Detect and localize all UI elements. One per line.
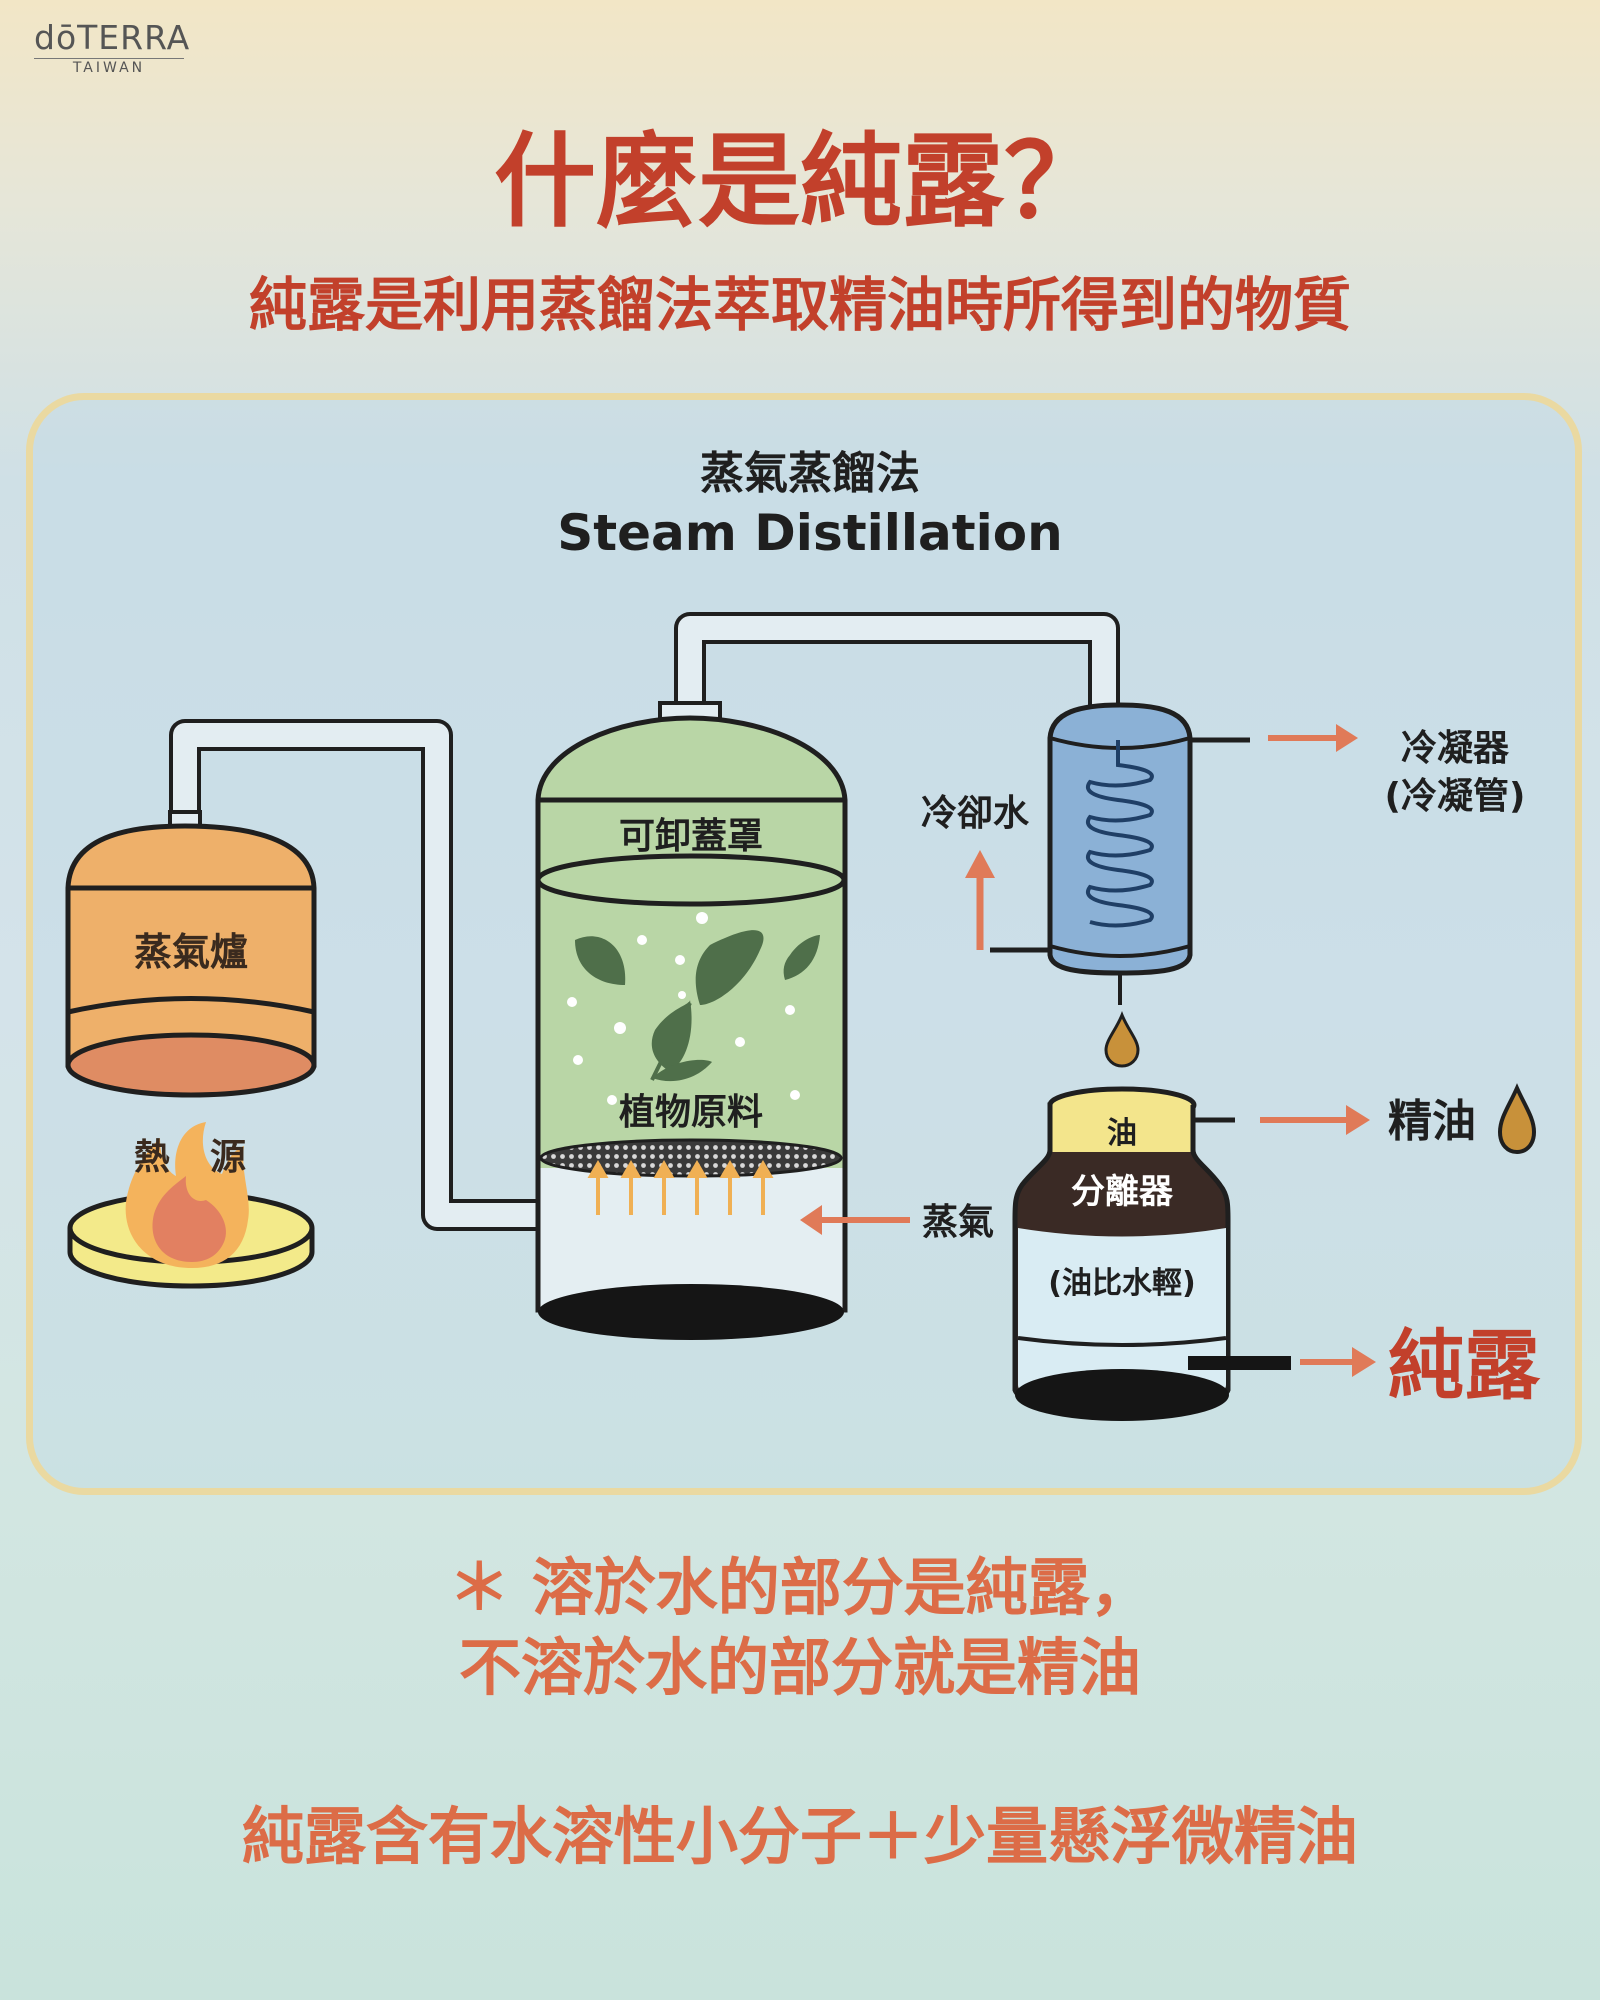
label-lid: 可卸蓋罩 [619,816,763,857]
leaf-icon [783,935,820,980]
label-condenser-tube: (冷凝管) [1385,776,1526,817]
condenser-arrow: 冷凝器 (冷凝管) [1268,724,1525,817]
note-line-1: ＊ 溶於水的部分是純露， [448,1551,1152,1624]
leaf-icon [695,930,764,1005]
hydrosol-output: 純露 [1300,1321,1541,1410]
label-oil-layer: 油 [1107,1116,1137,1151]
steam-arrow: 蒸氣 [800,1202,994,1243]
oil-drop-icon [1104,1010,1140,1068]
note-composition: 純露含有水溶性小分子＋少量懸浮微精油 [241,1800,1358,1873]
distillation-column: 可卸蓋罩 植物原料 [535,701,848,1340]
label-heat-2: 源 [210,1137,246,1178]
cooling-water-arrow: 冷卻水 [921,793,1030,950]
diagram-title-en: Steam Distillation [557,504,1063,562]
essential-oil-output: 精油 [1260,1083,1537,1155]
oil-separator: 油 分離器 (油比水輕) [1012,1086,1291,1421]
brand-name: dōTERRA [34,18,191,57]
heat-source: 熱 源 [67,1122,315,1289]
label-condenser: 冷凝器 [1401,728,1510,769]
label-separator: 分離器 [1071,1172,1174,1212]
leaf-icon [652,1059,712,1082]
label-steam: 蒸氣 [922,1202,994,1243]
essential-oil-drop-icon [1497,1083,1537,1155]
label-separator-note: (油比水輕) [1048,1266,1195,1301]
label-essential-oil: 精油 [1388,1096,1476,1147]
label-heat-1: 熱 [134,1137,170,1178]
steam-rising-arrows [587,1160,774,1215]
brand-sub: TAIWAN [34,58,184,76]
page-title: 什麼是純露？ [494,123,1106,242]
label-cooling-water: 冷卻水 [921,793,1030,834]
condenser [990,702,1250,1005]
note-solubility: ＊ 溶於水的部分是純露， 不溶於水的部分就是精油 [0,1548,1600,1708]
diagram-title-zh: 蒸氣蒸餾法 [700,448,920,499]
page-subtitle: 純露是利用蒸餾法萃取精油時所得到的物質 [248,271,1351,339]
label-plant: 植物原料 [619,1092,763,1133]
steam-boiler: 蒸氣爐 [65,810,317,1098]
label-boiler: 蒸氣爐 [134,930,248,974]
note-line-2: 不溶於水的部分就是精油 [458,1631,1141,1704]
coil-icon [1086,740,1154,928]
vapor-pipe-top [674,612,1120,725]
brand-logo: dōTERRA TAIWAN [34,18,191,76]
label-hydrosol: 純露 [1388,1321,1541,1410]
leaf-icon [575,936,626,985]
